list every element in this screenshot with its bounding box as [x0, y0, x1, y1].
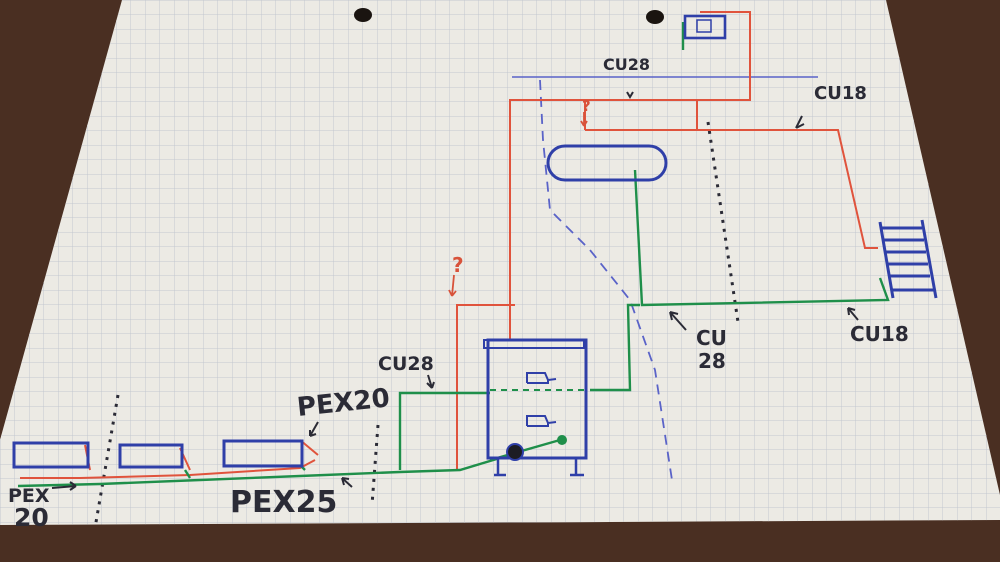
label-question-1: ? [452, 253, 464, 277]
boiler-circulation-pump [506, 443, 524, 461]
expansion-vessel-icon [683, 14, 727, 40]
label-20-left: 20 [14, 503, 49, 532]
dashed-blue-line [539, 79, 673, 481]
label-question-2: ? [582, 97, 591, 115]
binder-hole-left [354, 8, 372, 22]
graph-paper-grid [0, 0, 1000, 525]
boiler-icon [483, 338, 588, 477]
label-pex-left: PEX [8, 485, 50, 507]
label-cu-right: CU [696, 326, 727, 350]
label-cu18-right: CU18 [850, 322, 909, 346]
label-cu18-top: CU18 [814, 83, 867, 104]
dotted-line-right [706, 121, 740, 323]
label-cu28-left: CU28 [378, 353, 434, 375]
annotation-arrows [51, 91, 859, 491]
boiler-valve [557, 435, 567, 445]
radiator-icon [12, 439, 304, 469]
binder-hole-right [646, 10, 664, 24]
ladder-radiator-icon [878, 219, 938, 299]
pump-icon [526, 372, 557, 427]
green-pipe-network [17, 22, 890, 488]
hot-water-tank-icon [546, 144, 668, 182]
label-pex25: PEX25 [230, 485, 337, 520]
label-28-right: 28 [698, 349, 726, 373]
question-arrows [448, 112, 588, 297]
label-cu28-top: CU28 [603, 55, 650, 74]
